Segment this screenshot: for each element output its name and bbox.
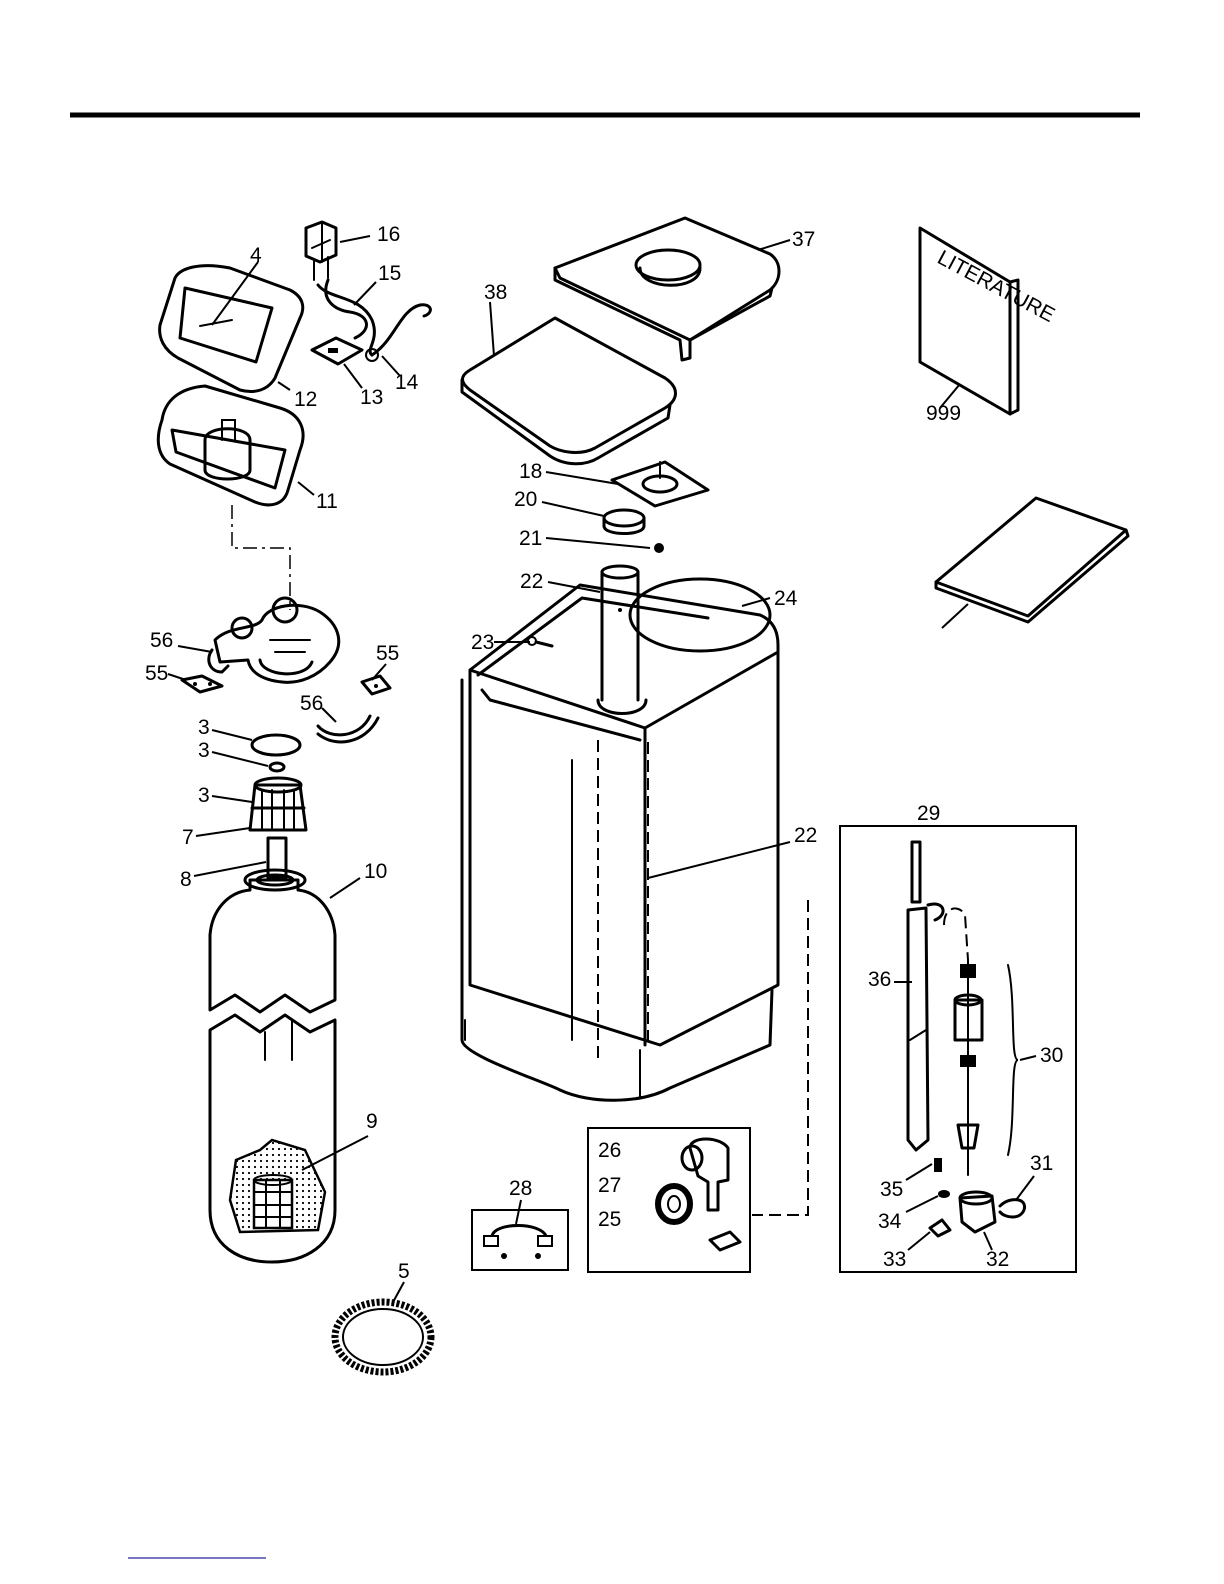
literature-cover-text: LITERATURE — [934, 246, 1059, 327]
part-36-brine-well-tube — [908, 904, 943, 1150]
label-27: 27 — [598, 1174, 621, 1197]
part-3-7-adapter — [250, 778, 306, 830]
label-56-top: 56 — [150, 629, 173, 652]
label-24: 24 — [774, 587, 798, 610]
label-3-b: 3 — [198, 739, 210, 762]
label-23: 23 — [471, 631, 494, 654]
label-28: 28 — [509, 1177, 532, 1200]
part-13-circuit-board — [312, 338, 362, 364]
label-38: 38 — [484, 281, 507, 304]
part-27-25-grommet — [658, 1186, 690, 1222]
part-999-literature-booklet: LITERATURE — [920, 228, 1058, 414]
label-36: 36 — [868, 968, 891, 991]
part-30-float-assembly — [955, 960, 1018, 1175]
label-25: 25 — [598, 1208, 621, 1231]
label-29: 29 — [917, 802, 940, 825]
label-26: 26 — [598, 1139, 621, 1162]
part-11-control-housing — [158, 386, 303, 505]
label-37: 37 — [792, 228, 815, 251]
label-22-top: 22 — [520, 570, 543, 593]
label-22-side: 22 — [794, 824, 817, 847]
part-16-transformer — [306, 222, 336, 280]
part-18-plate — [612, 462, 708, 506]
label-35: 35 — [880, 1178, 903, 1201]
part-8-riser-tube — [268, 838, 286, 878]
label-4: 4 — [250, 244, 262, 267]
label-10: 10 — [364, 860, 387, 883]
part-number-labels: 4 16 15 12 13 14 11 38 37 18 20 21 22 24… — [145, 223, 1063, 1283]
connector-29-to-30 — [944, 908, 968, 960]
label-15: 15 — [378, 262, 401, 285]
part-34-washer — [938, 1190, 950, 1198]
part-56-clip-bottom — [318, 716, 378, 742]
part-35-nut — [934, 1158, 942, 1172]
part-37-cabinet-top-cover — [555, 218, 779, 360]
part-valve-body — [215, 598, 339, 682]
part-55-clamp-left — [182, 676, 222, 692]
label-3-a: 3 — [198, 716, 210, 739]
label-5: 5 — [398, 1260, 410, 1283]
label-16: 16 — [377, 223, 400, 246]
part-38-salt-lid — [462, 318, 676, 464]
label-32: 32 — [986, 1248, 1009, 1271]
part-31-clip — [1000, 1200, 1025, 1217]
part-28-clips — [484, 1226, 552, 1260]
label-55-right: 55 — [376, 642, 399, 665]
part-29-rod — [912, 842, 920, 902]
label-31: 31 — [1030, 1152, 1053, 1175]
label-20: 20 — [514, 488, 537, 511]
label-999: 999 — [926, 402, 961, 425]
part-20-brine-well-cap — [604, 510, 644, 534]
label-11: 11 — [316, 490, 338, 513]
label-56-bottom: 56 — [300, 692, 323, 715]
label-3-c: 3 — [198, 784, 210, 807]
part-32-brine-valve-body — [960, 1192, 995, 1232]
part-24-salt-cabinet — [462, 579, 778, 1100]
part-literature-manual — [936, 498, 1128, 622]
part-25-hose-clamp — [710, 1232, 740, 1250]
part-55-clamp-right — [362, 676, 390, 694]
label-30: 30 — [1040, 1044, 1063, 1067]
part-4-12-control-cover — [160, 266, 303, 392]
label-12: 12 — [294, 388, 317, 411]
label-55-left: 55 — [145, 662, 168, 685]
label-8: 8 — [180, 868, 192, 891]
part-23-screw — [528, 637, 552, 646]
connector-housing-to-valve — [232, 505, 290, 610]
part-5-tank-ring — [335, 1302, 431, 1372]
part-9-distributor-gravel — [230, 1140, 325, 1232]
label-34: 34 — [878, 1210, 902, 1233]
label-33: 33 — [883, 1248, 906, 1271]
part-3-o-ring-large — [252, 735, 300, 755]
label-7: 7 — [182, 826, 194, 849]
label-13: 13 — [360, 386, 383, 409]
part-33-fitting — [930, 1220, 950, 1236]
label-21: 21 — [519, 527, 542, 550]
part-3-o-ring-small — [270, 763, 284, 771]
label-9: 9 — [366, 1110, 378, 1133]
label-14: 14 — [395, 371, 419, 394]
label-18: 18 — [519, 460, 542, 483]
connector-cabinet-to-overflow — [752, 900, 808, 1215]
part-21-float — [654, 543, 664, 553]
